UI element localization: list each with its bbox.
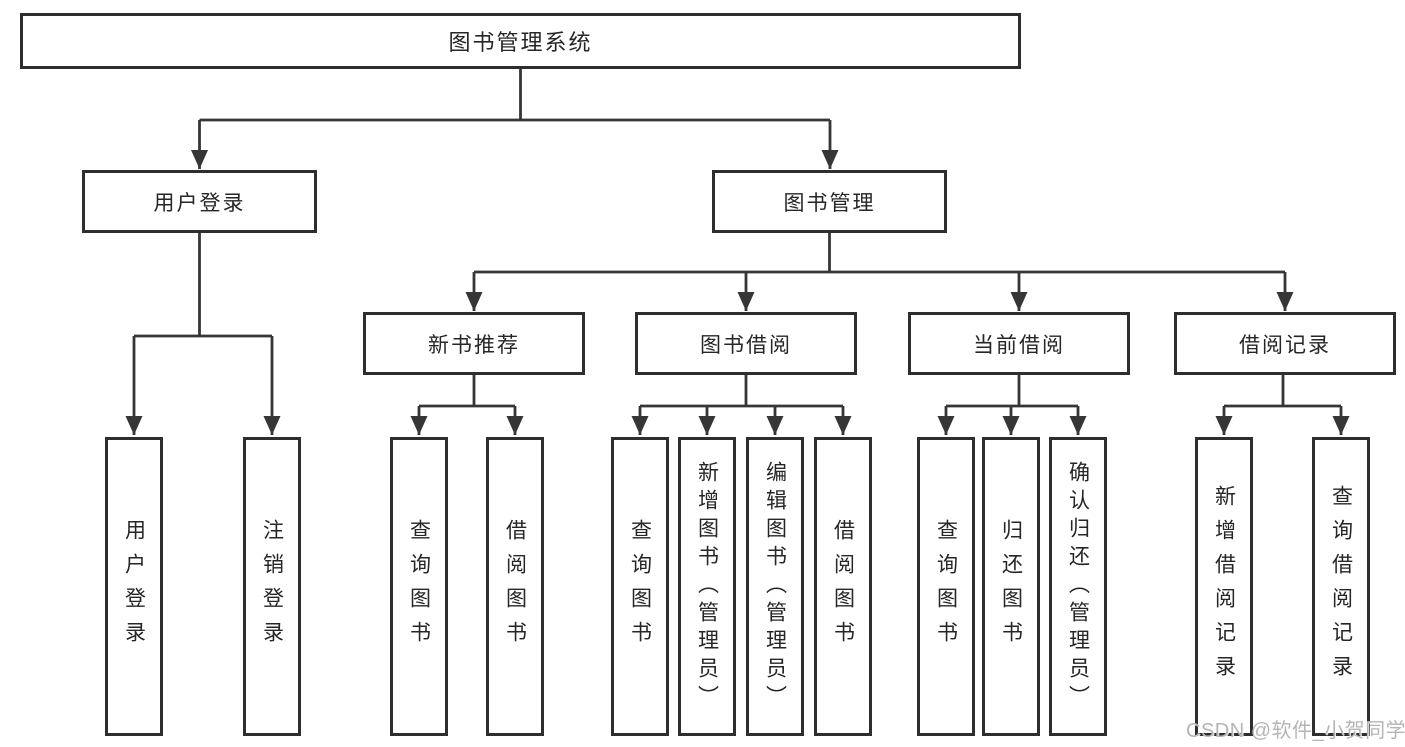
node-borrow-records: 借阅记录: [1174, 312, 1396, 375]
leaf-current-query-book: 查询图书: [917, 437, 975, 736]
connector-current-trunk: [946, 375, 1078, 408]
leaf-recommend-query-book-label: 查询图书: [407, 518, 431, 655]
leaf-recommend-borrow-book-label: 借阅图书: [503, 518, 527, 655]
leaf-recommend-borrow-book: 借阅图书: [486, 437, 544, 736]
node-current-borrow: 当前借阅: [908, 312, 1130, 375]
leaf-current-return-book-label: 归还图书: [999, 518, 1023, 655]
node-new-book-recommend-label: 新书推荐: [428, 333, 520, 357]
connector-login-trunk: [134, 233, 272, 338]
connector-records-trunk: [1224, 375, 1341, 408]
leaf-recommend-query-book: 查询图书: [390, 437, 448, 736]
connector-recommend-trunk: [419, 375, 515, 408]
node-borrow-records-label: 借阅记录: [1239, 333, 1331, 357]
leaf-borrow-add-book-admin-label: 新增图书（管理员）: [695, 460, 719, 713]
leaf-records-add-record: 新增借阅记录: [1195, 437, 1253, 736]
leaf-current-return-book: 归还图书: [982, 437, 1040, 736]
connector-borrow-trunk: [640, 375, 843, 408]
leaf-borrow-borrow-book: 借阅图书: [814, 437, 872, 736]
node-current-borrow-label: 当前借阅: [973, 333, 1065, 357]
leaf-borrow-borrow-book-label: 借阅图书: [831, 518, 855, 655]
connector-management-trunk: [474, 233, 1285, 274]
leaf-current-query-book-label: 查询图书: [934, 518, 958, 655]
node-book-management-label: 图书管理: [783, 191, 876, 215]
node-system-root: 图书管理系统: [20, 13, 1021, 69]
connector-root-trunk: [199, 69, 830, 122]
leaf-borrow-query-book-label: 查询图书: [628, 518, 652, 655]
leaf-records-add-record-label: 新增借阅记录: [1212, 484, 1236, 689]
leaf-borrow-edit-book-admin-label: 编辑图书（管理员）: [763, 460, 787, 713]
watermark: CSDN @软件_小贺同学: [1186, 720, 1405, 742]
node-user-login-label: 用户登录: [153, 191, 246, 215]
node-book-management: 图书管理: [712, 170, 947, 233]
leaf-borrow-add-book-admin: 新增图书（管理员）: [678, 437, 736, 736]
leaf-borrow-query-book: 查询图书: [611, 437, 669, 736]
leaf-records-query-record-label: 查询借阅记录: [1329, 484, 1353, 689]
leaf-current-confirm-return-admin-label: 确认归还（管理员）: [1066, 460, 1090, 713]
node-new-book-recommend: 新书推荐: [363, 312, 585, 375]
node-system-root-label: 图书管理系统: [448, 30, 593, 55]
node-book-borrow-label: 图书借阅: [700, 333, 792, 357]
leaf-logout: 注销登录: [243, 437, 301, 736]
node-user-login: 用户登录: [82, 170, 317, 233]
leaf-user-login-label: 用户登录: [122, 518, 146, 655]
leaf-borrow-edit-book-admin: 编辑图书（管理员）: [746, 437, 804, 736]
leaf-logout-label: 注销登录: [260, 518, 284, 655]
leaf-current-confirm-return-admin: 确认归还（管理员）: [1049, 437, 1107, 736]
leaf-records-query-record: 查询借阅记录: [1312, 437, 1370, 736]
leaf-user-login: 用户登录: [105, 437, 163, 736]
node-book-borrow: 图书借阅: [635, 312, 857, 375]
